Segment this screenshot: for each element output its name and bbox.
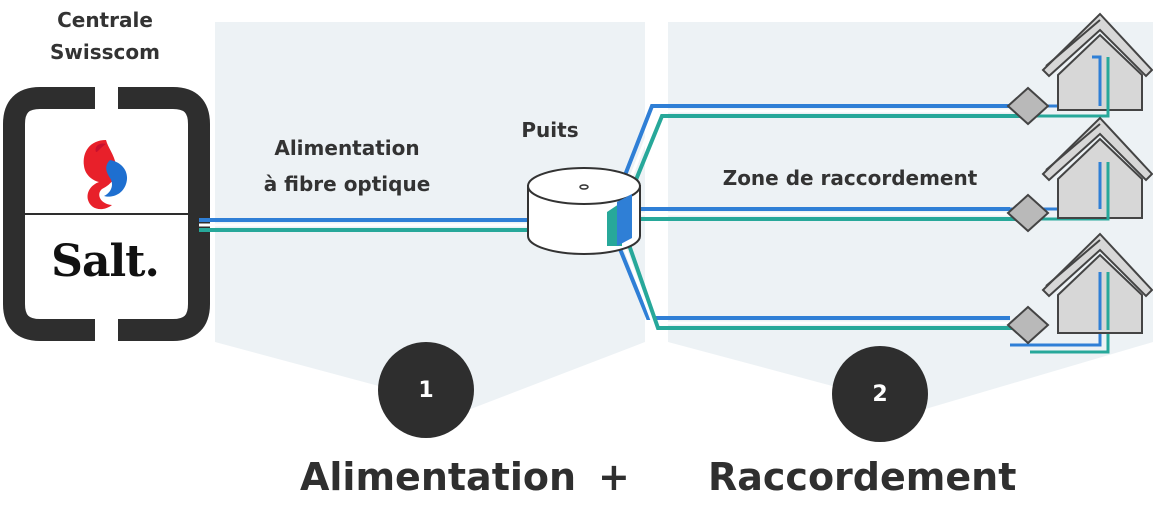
step-2-badge: 2 <box>832 346 928 442</box>
central-title-line2: Swisscom <box>50 40 160 64</box>
feed-zone-panel <box>215 22 645 410</box>
house-interior-fibers <box>1092 55 1110 330</box>
footer-connection-title: Raccordement <box>708 455 1017 499</box>
branch-fiber-top <box>618 104 1035 193</box>
pit-label: Puits <box>521 118 579 142</box>
connection-zone-label: Zone de raccordement <box>722 166 978 190</box>
central-title-line1: Centrale <box>57 8 153 32</box>
feed-fiber <box>199 218 530 232</box>
salt-logo: Salt. <box>51 236 160 287</box>
branch-fiber-bottom <box>616 241 1030 330</box>
junction-box-icon <box>1006 193 1050 233</box>
step-1-badge: 1 <box>378 342 474 438</box>
footer-plus-sign: + <box>598 455 630 499</box>
feed-label-line2: à fibre optique <box>263 172 431 196</box>
junction-box-icon <box>1006 305 1050 345</box>
central-office-title: Centrale Swisscom <box>10 4 200 68</box>
footer-feed-title: Alimentation <box>300 455 577 499</box>
pit-cylinder-icon <box>527 167 641 255</box>
junction-box-icon <box>1006 86 1050 126</box>
swisscom-logo-icon <box>83 140 128 210</box>
feed-label-line1: Alimentation <box>274 136 420 160</box>
branch-fiber-middle <box>635 207 1030 221</box>
central-office-icon <box>3 87 210 341</box>
feed-label: Alimentation à fibre optique <box>232 130 462 202</box>
